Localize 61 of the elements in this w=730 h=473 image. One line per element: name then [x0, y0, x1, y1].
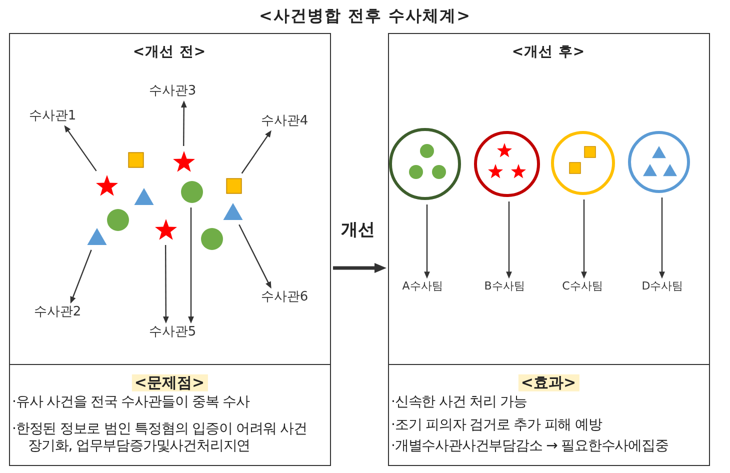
square-icon	[568, 162, 580, 174]
arrow	[70, 250, 92, 304]
star-icon	[511, 164, 526, 179]
team-label: D수사팀	[642, 280, 684, 293]
arrow	[64, 125, 97, 172]
triangle-icon	[642, 164, 656, 177]
star-icon	[96, 175, 118, 196]
arrow	[659, 198, 665, 279]
circle-icon	[420, 144, 434, 158]
section-heading: <문제점>	[131, 374, 208, 392]
investigator-label: 수사관6	[260, 290, 308, 305]
investigator-label: 수사관4	[260, 114, 308, 129]
square-icon	[128, 152, 144, 168]
arrow	[238, 224, 272, 289]
arrow	[333, 262, 386, 274]
ring	[474, 130, 540, 196]
star-icon	[172, 151, 194, 172]
bullet-text: ·개별수사관사건부담감소 → 필요한수사에집중	[390, 438, 670, 455]
ring	[550, 130, 614, 194]
investigator-label: 수사관2	[34, 305, 82, 320]
star-icon	[497, 143, 512, 158]
notes-box	[9, 365, 331, 466]
team-label: C수사팀	[562, 280, 603, 293]
circle-icon	[180, 180, 202, 202]
ring	[388, 128, 460, 200]
panel-title: <개선 후>	[512, 44, 586, 60]
circle-icon	[106, 208, 128, 230]
bullet-text: ·조기 피의자 검거로 추가 피해 예방	[390, 417, 604, 434]
diagram-title: <사건병합 전후 수사체계>	[259, 6, 471, 26]
panel	[9, 33, 331, 365]
square-icon	[226, 178, 242, 194]
panel	[388, 33, 710, 365]
circle-icon	[200, 228, 222, 250]
square-icon	[584, 146, 596, 158]
arrow	[180, 100, 187, 146]
bullet-text: ·유사 사건을 전국 수사관들이 중복 수사	[11, 394, 251, 411]
circle-icon	[432, 164, 446, 178]
notes-box	[388, 365, 710, 466]
ring	[628, 130, 690, 192]
investigator-label: 수사관5	[148, 325, 196, 340]
investigator-label: 수사관1	[28, 109, 76, 124]
section-heading: <효과>	[518, 374, 580, 392]
star-icon	[154, 219, 176, 240]
team-label: A수사팀	[402, 280, 443, 293]
triangle-icon	[86, 228, 106, 246]
triangle-icon	[652, 146, 666, 159]
team-label: B수사팀	[484, 280, 525, 293]
triangle-icon	[134, 188, 154, 206]
arrow	[424, 204, 430, 279]
triangle-icon	[662, 164, 676, 177]
panel-title: <개선 전>	[132, 44, 206, 60]
bullet-text: ·한정된 정보로 범인 특정혐의 입증이 어려워 사건 장기화, 업무부담증가및사건처리지연	[11, 421, 308, 455]
arrow	[188, 208, 194, 324]
investigator-label: 수사관3	[148, 84, 196, 99]
arrow	[241, 130, 272, 174]
bullet-text: ·신속한 사건 처리 가능	[390, 394, 528, 411]
triangle-icon	[222, 202, 242, 220]
arrow	[581, 200, 587, 279]
circle-icon	[408, 164, 422, 178]
arrow	[506, 202, 512, 279]
star-icon	[488, 164, 503, 179]
